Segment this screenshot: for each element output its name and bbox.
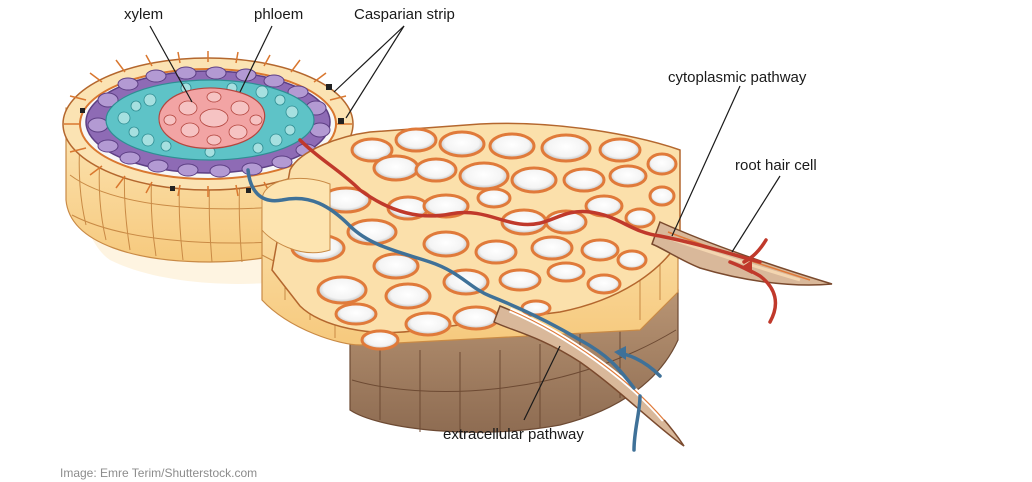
cortex-cell: [394, 127, 438, 153]
cortex-cell: [422, 230, 470, 258]
cortex-cell: [580, 238, 620, 262]
cytoplasmic-arrow-head: [740, 260, 752, 274]
root-hair-cell: [651, 220, 833, 286]
cortex-cell: [624, 207, 656, 229]
cortex-cell: [562, 167, 606, 193]
cortex-cell: [598, 137, 642, 163]
epidermis-cells: [64, 51, 352, 197]
cortex-cell: [586, 273, 622, 295]
cortex-cell: [414, 157, 458, 183]
cortex-cell: [458, 161, 510, 191]
image-credit: Image: Emre Terim/Shutterstock.com: [60, 466, 258, 480]
cortex-cell: [372, 252, 420, 280]
cortex-front-cells: [261, 177, 331, 254]
cortex-cell: [476, 187, 512, 209]
cytoplasmic-pathway-inflow: [728, 238, 778, 324]
cortex-cell: [372, 154, 420, 182]
cortex-cell: [498, 268, 542, 292]
extracellular-pathway-line: [246, 168, 636, 390]
label-cytoplasmic-pathway: cytoplasmic pathway: [668, 69, 807, 86]
label-root-hair-cell: root hair cell: [735, 157, 817, 174]
cortex-cell: [438, 130, 486, 158]
cytoplasmic-pathway-line: [298, 138, 762, 264]
cortex-cell: [510, 166, 558, 194]
label-phloem: phloem: [254, 6, 304, 23]
cortex-cell: [546, 261, 586, 283]
label-casparian-strip: Casparian strip: [354, 6, 455, 23]
cortex-cell: [452, 305, 500, 331]
cortex-cell: [648, 185, 676, 207]
cortex-cell: [616, 249, 648, 271]
cortex-cell: [540, 133, 592, 163]
cortex-cell: [404, 311, 452, 337]
left-root-cylinder: [62, 51, 354, 284]
cortex-cell: [350, 137, 394, 163]
cortex-cell: [346, 218, 398, 246]
extracellular-pathway-inflow: [622, 352, 662, 452]
cortex-cell: [530, 235, 574, 261]
cortex-cell: [488, 132, 536, 160]
label-xylem: xylem: [124, 6, 164, 23]
cortex-cell: [646, 152, 678, 176]
cortex-cell: [608, 164, 648, 188]
label-extracellular-pathway: extracellular pathway: [443, 426, 584, 443]
lower-root-hair: [493, 305, 685, 447]
cortex-cell: [316, 275, 368, 305]
casparian-strip-dots: [80, 84, 344, 193]
cortex-cell: [384, 282, 432, 310]
cortex-cell: [334, 302, 378, 326]
leader-lines: [149, 25, 781, 421]
cortex-cell: [360, 329, 400, 351]
extracellular-arrow-head: [614, 346, 626, 360]
cortex-cell: [474, 239, 518, 265]
